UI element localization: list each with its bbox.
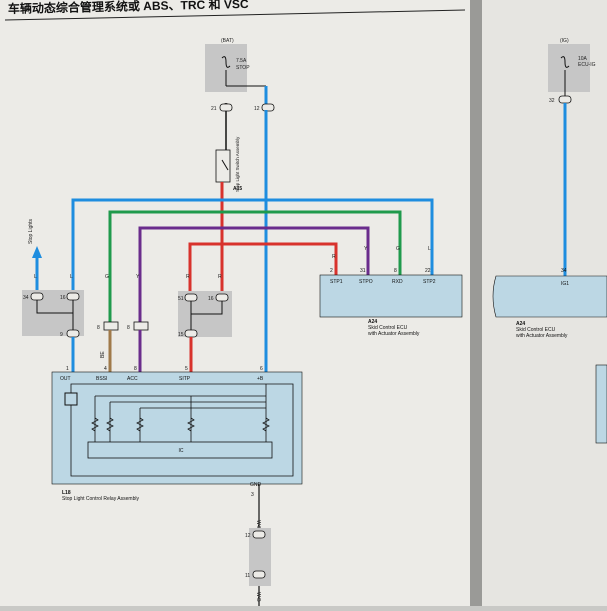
ecu-pin-label: STP1 [330, 279, 343, 285]
pin-number: 51 [178, 296, 184, 302]
wire-label: Y [364, 246, 368, 252]
title-rule [4, 9, 466, 21]
partial-component-right [595, 364, 607, 444]
wire-label: L [428, 246, 431, 252]
pin-number: 16 [60, 295, 66, 301]
junction-pin [219, 103, 233, 112]
pin-number: 6 [260, 366, 263, 372]
fuse-rating: 7.5A [236, 58, 247, 64]
ecu-name: Skid Control ECU [516, 327, 556, 333]
relay-pin-label: SITP [179, 376, 191, 382]
skid-control-ecu-right [492, 275, 607, 318]
gnd-label: GND [250, 482, 262, 488]
connector-pin [103, 321, 119, 331]
fuse-icon [221, 56, 231, 68]
ecu-name: Skid Control ECU [368, 325, 408, 331]
stop-lights-label: Stop Lights [28, 218, 34, 244]
pin-number: 32 [549, 98, 555, 104]
connector-pin [133, 321, 149, 331]
pin-number: 8 [134, 366, 137, 372]
pin-number: 2 [330, 268, 333, 274]
resistor-icon [187, 417, 195, 432]
wire-label: L [34, 274, 37, 280]
stop-light-switch [215, 149, 231, 183]
wire-label: W-B [255, 592, 261, 602]
wire-blue-loop [71, 198, 434, 290]
wire-label: R [186, 274, 190, 280]
ic-label: IC [179, 448, 184, 454]
pin-number: 22 [425, 268, 431, 274]
resistor-icon [91, 417, 99, 432]
pin-number: 8 [127, 325, 130, 331]
pin-number: 4 [104, 366, 107, 372]
pin-number: 15 [178, 332, 184, 338]
ecu-pin-label: STPO [359, 279, 373, 285]
fuse-connector-label: (BAT) [221, 38, 234, 44]
wire-label: R [218, 274, 222, 280]
wire-label: W-B [255, 520, 261, 530]
pin-number: 11 [245, 573, 250, 579]
fuse-name: ECU-IG [578, 62, 596, 68]
pin-number: 34 [561, 268, 567, 274]
fuse-name: STOP [236, 65, 250, 71]
resistor-icon [262, 417, 270, 432]
relay-pin-label: BSSI [96, 376, 107, 382]
page-spine [470, 0, 482, 606]
wire-red-2 [188, 242, 338, 293]
relay-ic [87, 441, 273, 459]
pin-number: 3 [251, 492, 254, 498]
wire-label: R [332, 254, 336, 260]
stop-lights-arrow [32, 246, 42, 258]
fuse-rating: 10A [578, 56, 588, 62]
ecu-name-2: with Actuator Assembly [368, 331, 420, 337]
pin-number: 8 [394, 268, 397, 274]
pin-number: 12 [245, 533, 251, 539]
relay-code: L18 [62, 490, 71, 496]
relay-pin-label: OUT [60, 376, 71, 382]
wire-label: G [396, 246, 400, 252]
pin-number: 16 [208, 296, 214, 302]
relay-pin-label: ACC [127, 376, 138, 382]
fuse-box-ecu-ig [548, 44, 590, 92]
ecu-pin-label: IG1 [561, 281, 569, 287]
ecu-pin-label: STP2 [423, 279, 436, 285]
fuse-connector-label: (IG) [560, 38, 569, 44]
junction-pin [261, 103, 275, 112]
wire-label: G [105, 274, 109, 280]
fuse-icon [560, 56, 570, 68]
skid-control-ecu [319, 274, 463, 318]
ecu-name-2: with Actuator Assembly [516, 333, 568, 339]
pin-number: 12 [254, 106, 260, 112]
pin-number: 1 [66, 366, 69, 372]
switch-code: A15 [233, 186, 242, 192]
wire-green [108, 210, 402, 325]
wire-label: BE [100, 351, 106, 358]
wire-label: L [70, 274, 73, 280]
wire-purple [138, 226, 370, 325]
relay-name: Stop Light Control Relay Assembly [62, 496, 139, 502]
pin-number: 5 [185, 366, 188, 372]
resistor-icon [106, 417, 114, 432]
resistor-icon [136, 417, 144, 432]
pin-number: 34 [23, 295, 29, 301]
relay-pin-label: +B [257, 376, 264, 382]
ecu-pin-label: RXD [392, 279, 403, 285]
pin-number: 31 [360, 268, 366, 274]
pin-number: 8 [97, 325, 100, 331]
wire-label: Y [136, 274, 140, 280]
ecu-code: A24 [368, 319, 377, 325]
switch-name: Stop Light Switch Assembly [235, 136, 240, 192]
page-title: 车辆动态综合管理系统或 ABS、TRC 和 VSC [8, 0, 249, 16]
pin-number: 9 [60, 332, 63, 338]
pin-number: 21 [211, 106, 217, 112]
ecu-code: A24 [516, 321, 525, 327]
